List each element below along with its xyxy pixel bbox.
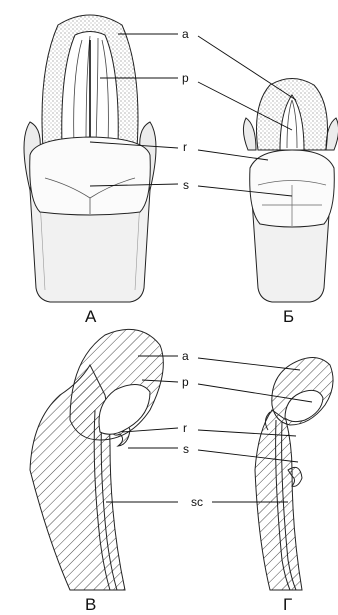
label-a-bottom: a xyxy=(182,349,189,363)
panel-label-a: А xyxy=(85,307,97,326)
label-r-top: r xyxy=(183,140,187,154)
panel-v-drawing xyxy=(30,329,163,590)
label-s-bottom: s xyxy=(183,442,189,456)
panel-label-b: Б xyxy=(283,307,294,326)
label-s-top: s xyxy=(183,178,189,192)
label-p-bottom: p xyxy=(182,375,189,389)
panel-g-column-section xyxy=(255,410,302,590)
label-a-top: a xyxy=(182,27,189,41)
panel-label-g: Г xyxy=(283,595,292,614)
panel-label-v: В xyxy=(85,595,96,614)
panel-a-drawing xyxy=(24,15,156,302)
label-p-top: p xyxy=(182,71,189,85)
label-r-bottom: r xyxy=(183,421,187,435)
panel-g-drawing xyxy=(255,358,333,591)
label-sc-bottom: sc xyxy=(191,495,203,509)
